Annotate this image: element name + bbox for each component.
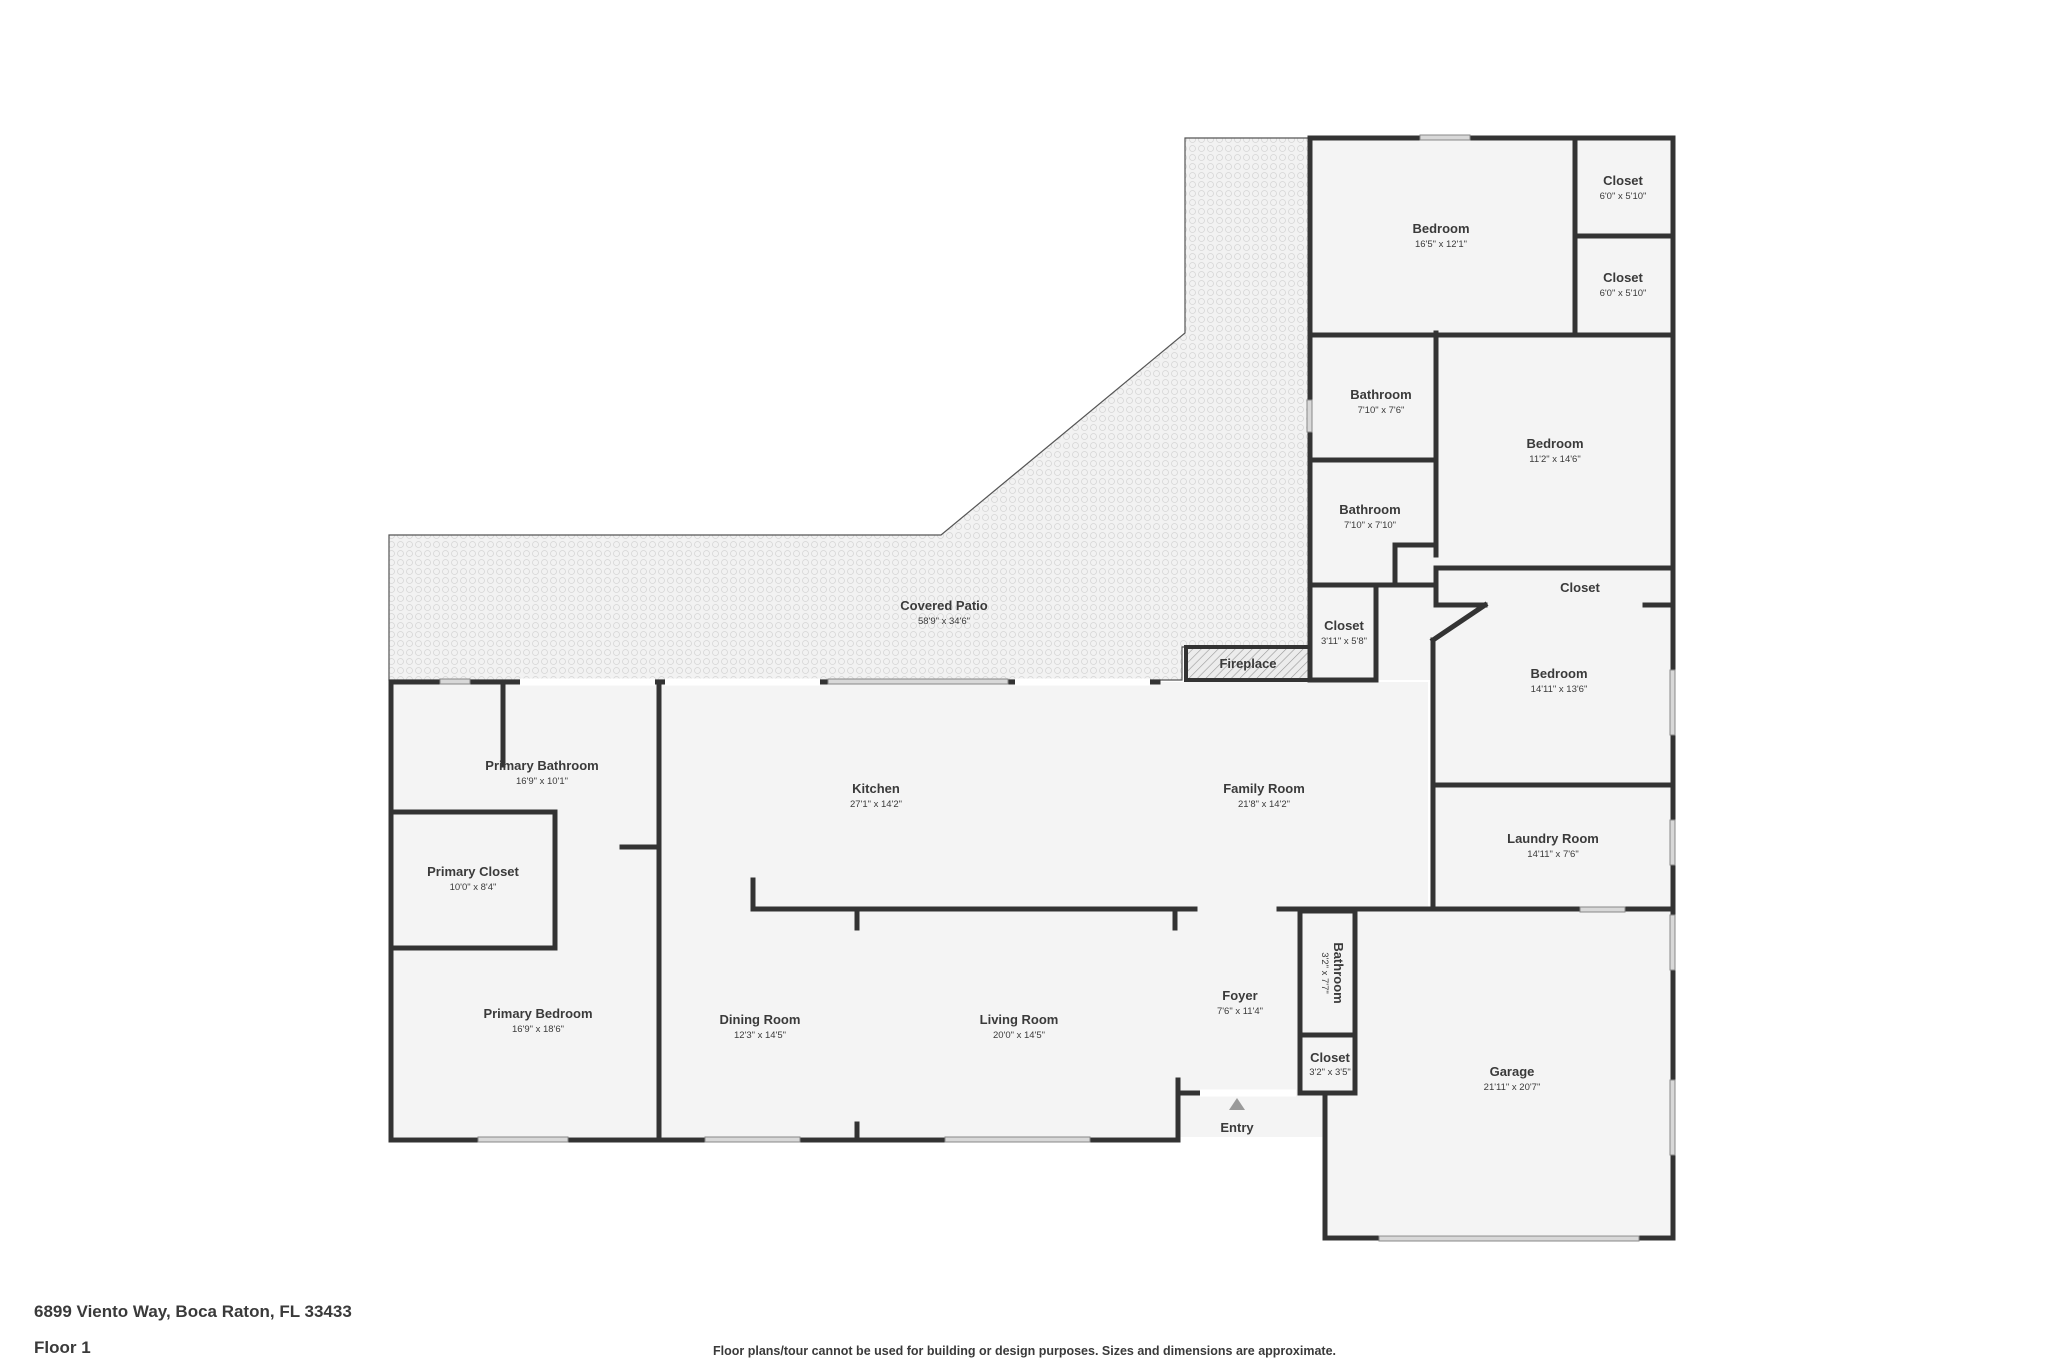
room-name-living: Living Room bbox=[980, 1012, 1059, 1027]
room-dim-foyer: 7'6" x 11'4" bbox=[1217, 1006, 1263, 1017]
door-openings bbox=[520, 678, 1296, 1097]
room-name-garage: Garage bbox=[1490, 1064, 1535, 1079]
room-name-kitchen: Kitchen bbox=[852, 781, 900, 796]
room-name-bedroom-top: Bedroom bbox=[1412, 221, 1469, 236]
room-dim-covered-patio: 58'9" x 34'6" bbox=[918, 616, 970, 627]
floor-label: Floor 1 bbox=[34, 1338, 91, 1357]
windows bbox=[439, 134, 1676, 1242]
room-name-foyer: Foyer bbox=[1222, 988, 1257, 1003]
room-dim-primary-closet: 10'0" x 8'4" bbox=[450, 882, 497, 893]
room-dim-bedroom-right: 11'2" x 14'6" bbox=[1529, 454, 1580, 465]
room-dim-bedroom-mid: 14'11" x 13'6" bbox=[1531, 684, 1588, 695]
room-labels: Covered Patio 58'9" x 34'6" Fireplace Be… bbox=[427, 173, 1646, 1093]
room-dim-kitchen: 27'1" x 14'2" bbox=[850, 799, 902, 810]
room-name-closet-right: Closet bbox=[1560, 580, 1600, 595]
disclaimer-text: Floor plans/tour cannot be used for buil… bbox=[713, 1344, 1337, 1358]
room-name-bedroom-mid: Bedroom bbox=[1530, 666, 1587, 681]
entry-label: Entry bbox=[1220, 1120, 1254, 1135]
room-dim-dining: 12'3" x 14'5" bbox=[734, 1030, 786, 1041]
room-dim-closet-mid: 3'11" x 5'8" bbox=[1321, 636, 1367, 647]
room-dim-family: 21'8" x 14'2" bbox=[1238, 799, 1290, 810]
room-dim-bathroom-b: 7'10" x 7'10" bbox=[1344, 520, 1396, 531]
room-name-bedroom-right: Bedroom bbox=[1526, 436, 1583, 451]
room-name-closet-top2: Closet bbox=[1603, 270, 1643, 285]
room-name-bathroom-a: Bathroom bbox=[1350, 387, 1411, 402]
room-name-bathroom-b: Bathroom bbox=[1339, 502, 1400, 517]
room-name-laundry: Laundry Room bbox=[1507, 831, 1599, 846]
property-address: 6899 Viento Way, Boca Raton, FL 33433 bbox=[34, 1302, 352, 1321]
room-name-primary-bed: Primary Bedroom bbox=[483, 1006, 592, 1021]
room-dim-garage: 21'11" x 20'7" bbox=[1484, 1082, 1541, 1093]
room-name-family: Family Room bbox=[1223, 781, 1305, 796]
room-dim-bathroom-small: 3'2" x 7'7" bbox=[1319, 952, 1330, 994]
room-name-primary-bath: Primary Bathroom bbox=[485, 758, 598, 773]
room-dim-closet-top1: 6'0" x 5'10" bbox=[1600, 191, 1647, 202]
room-dim-laundry: 14'11" x 7'6" bbox=[1527, 849, 1578, 860]
room-dim-living: 20'0" x 14'5" bbox=[993, 1030, 1045, 1041]
room-dim-primary-bed: 16'9" x 18'6" bbox=[512, 1024, 564, 1035]
room-name-dining: Dining Room bbox=[720, 1012, 801, 1027]
room-dim-primary-bath: 16'9" x 10'1" bbox=[516, 776, 568, 787]
room-name-covered-patio: Covered Patio bbox=[900, 598, 987, 613]
room-dim-bedroom-top: 16'5" x 12'1" bbox=[1415, 239, 1467, 250]
room-dim-closet-small: 3'2" x 3'5" bbox=[1309, 1067, 1351, 1078]
entry-arrow-icon bbox=[1229, 1098, 1245, 1110]
room-name-closet-mid: Closet bbox=[1324, 618, 1364, 633]
room-name-primary-closet: Primary Closet bbox=[427, 864, 519, 879]
room-name-closet-top1: Closet bbox=[1603, 173, 1643, 188]
room-dim-bathroom-a: 7'10" x 7'6" bbox=[1358, 405, 1405, 416]
room-name-fireplace: Fireplace bbox=[1219, 656, 1276, 671]
room-name-closet-small: Closet bbox=[1310, 1050, 1350, 1065]
covered-patio-area bbox=[388, 137, 1311, 681]
room-name-bathroom-small: Bathroom bbox=[1331, 942, 1346, 1003]
interior-floor bbox=[392, 140, 1673, 1235]
room-dim-closet-top2: 6'0" x 5'10" bbox=[1600, 288, 1647, 299]
